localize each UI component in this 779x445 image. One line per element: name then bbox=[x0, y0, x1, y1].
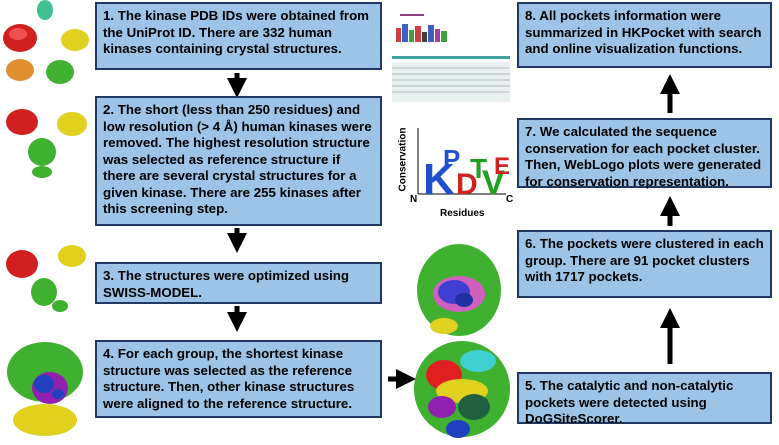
svg-text:V: V bbox=[482, 164, 505, 202]
svg-text:K: K bbox=[423, 155, 455, 204]
step-8-box: 8. All pockets information were summariz… bbox=[517, 2, 772, 68]
step-2-box: 2. The short (less than 250 residues) an… bbox=[95, 96, 382, 226]
step-7-box: 7. We calculated the sequence conservati… bbox=[517, 118, 772, 189]
pocket-cluster-image bbox=[417, 244, 501, 336]
step-1-text: 1. The kinase PDB IDs were obtained from… bbox=[103, 8, 370, 56]
step-6-box: 6. The pockets were clustered in each gr… bbox=[517, 230, 772, 298]
step-3-text: 3. The structures were optimized using S… bbox=[103, 268, 350, 300]
step-2-text: 2. The short (less than 250 residues) an… bbox=[103, 102, 372, 216]
protein-structures-image-1 bbox=[3, 0, 89, 84]
weblogo-ylabel: Conservation bbox=[397, 127, 409, 192]
weblogo-plot: K P D T V E Conservation N C Residues bbox=[396, 108, 514, 226]
protein-structures-image-2 bbox=[6, 109, 87, 178]
step-4-box: 4. For each group, the shortest kinase s… bbox=[95, 340, 382, 418]
weblogo-c-label: C bbox=[506, 194, 514, 205]
step-5-box: 5. The catalytic and non-catalytic pocke… bbox=[517, 372, 772, 426]
detected-pockets-image bbox=[414, 341, 510, 438]
svg-text:P: P bbox=[443, 144, 460, 174]
step-6-text: 6. The pockets were clustered in each gr… bbox=[525, 236, 764, 284]
step-3-box: 3. The structures were optimized using S… bbox=[95, 262, 382, 304]
svg-text:D: D bbox=[456, 168, 478, 201]
step-7-text: 7. We calculated the sequence conservati… bbox=[525, 124, 762, 189]
weblogo-n-label: N bbox=[410, 194, 418, 205]
weblogo-xlabel: Residues bbox=[440, 208, 485, 219]
svg-text:T: T bbox=[470, 153, 487, 184]
step-5-text: 5. The catalytic and non-catalytic pocke… bbox=[525, 378, 734, 426]
step-4-text: 4. For each group, the shortest kinase s… bbox=[103, 346, 355, 411]
protein-structures-image-3 bbox=[6, 245, 86, 312]
step-8-text: 8. All pockets information were summariz… bbox=[525, 8, 762, 56]
svg-text:E: E bbox=[494, 153, 510, 180]
aligned-structure-image bbox=[7, 342, 83, 436]
step-1-box: 1. The kinase PDB IDs were obtained from… bbox=[95, 2, 382, 70]
hkpocket-website-image bbox=[392, 0, 510, 106]
